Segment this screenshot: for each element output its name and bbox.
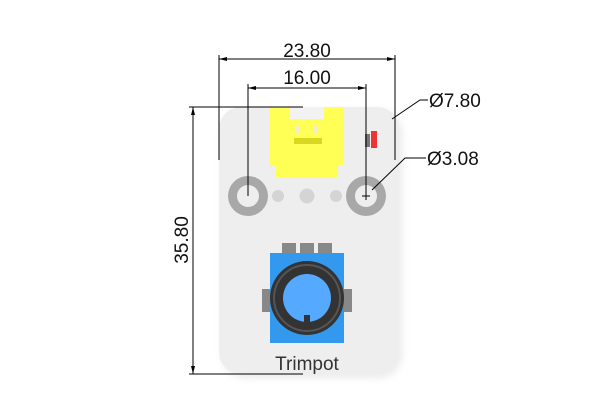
dimension-hole-inner: Ø3.08 [427, 149, 479, 170]
pin-pads [272, 188, 342, 204]
dimension-width-holes: 16.00 [283, 68, 331, 89]
trimpot [262, 243, 352, 343]
dimension-hole-outer: Ø7.80 [429, 91, 481, 112]
dimension-width-outer: 23.80 [283, 41, 331, 62]
board-label: Trimpot [275, 354, 339, 375]
led [365, 131, 377, 148]
arrowheads [191, 57, 395, 374]
connector [270, 107, 344, 177]
dimension-height: 35.80 [172, 216, 193, 264]
trimpot-knob [283, 274, 331, 322]
dimension-lines [189, 55, 428, 375]
